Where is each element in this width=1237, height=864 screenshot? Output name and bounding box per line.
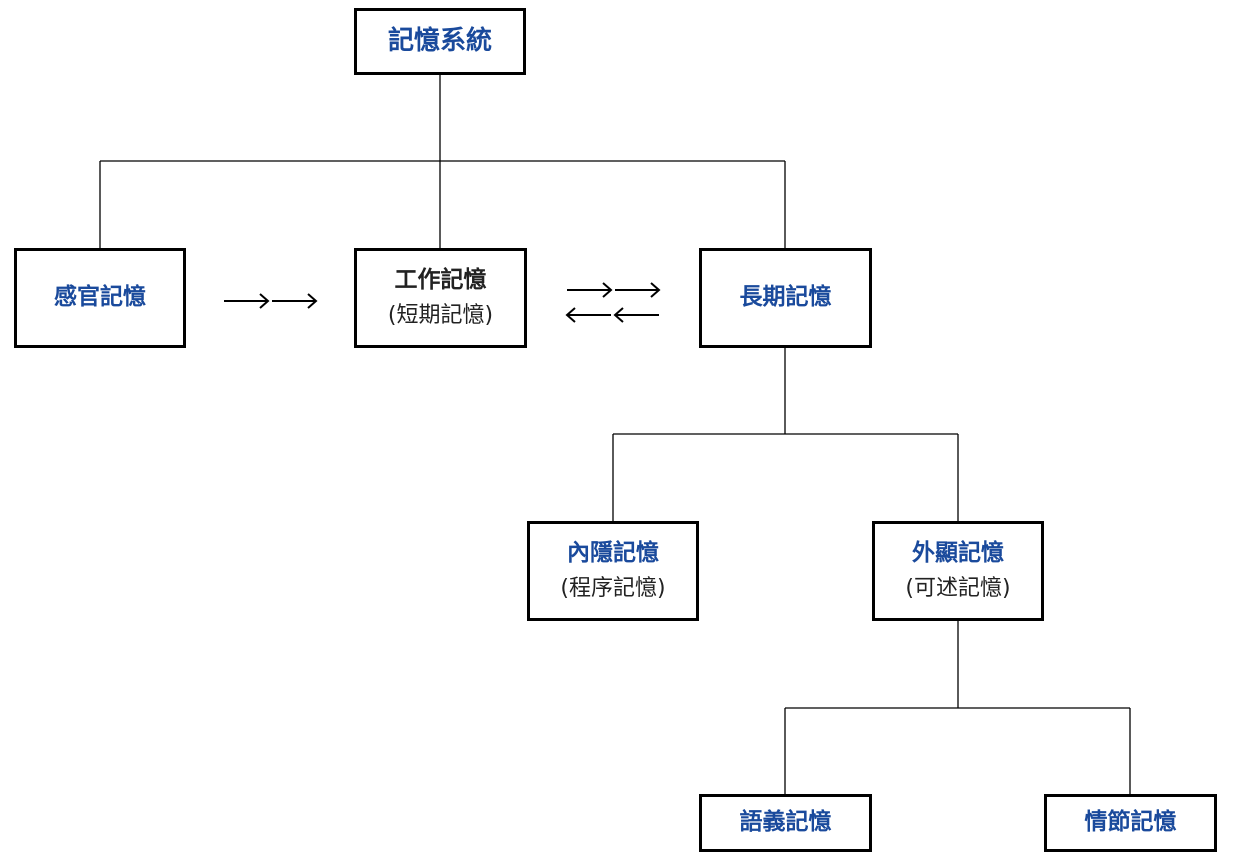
node-semantic-memory: 語義記憶 bbox=[699, 794, 872, 852]
node-explicit-memory: 外顯記憶 (可述記憶) bbox=[872, 521, 1044, 621]
node-sensory-memory: 感官記憶 bbox=[14, 248, 186, 348]
node-working-memory: 工作記憶 (短期記憶) bbox=[354, 248, 527, 348]
node-title: 感官記憶 bbox=[54, 284, 146, 311]
node-title: 內隱記憶 bbox=[567, 540, 659, 567]
arrow-sensory-to-working bbox=[224, 293, 318, 309]
node-title: 語義記憶 bbox=[739, 809, 832, 836]
node-subtitle: (可述記憶) bbox=[905, 575, 1011, 601]
node-title: 長期記憶 bbox=[739, 284, 832, 311]
node-title: 工作記憶 bbox=[394, 267, 487, 294]
node-subtitle: (程序記憶) bbox=[560, 575, 666, 601]
node-episodic-memory: 情節記憶 bbox=[1044, 794, 1217, 852]
node-memory-system: 記憶系統 bbox=[354, 8, 526, 75]
arrow-longterm-to-working bbox=[565, 307, 659, 323]
node-title: 記憶系統 bbox=[387, 26, 492, 57]
node-title: 情節記憶 bbox=[1084, 809, 1177, 836]
arrow-working-to-longterm bbox=[567, 282, 661, 298]
node-implicit-memory: 內隱記憶 (程序記憶) bbox=[527, 521, 699, 621]
node-subtitle: (短期記憶) bbox=[387, 302, 494, 328]
node-long-term-memory: 長期記憶 bbox=[699, 248, 872, 348]
node-title: 外顯記憶 bbox=[912, 540, 1004, 567]
